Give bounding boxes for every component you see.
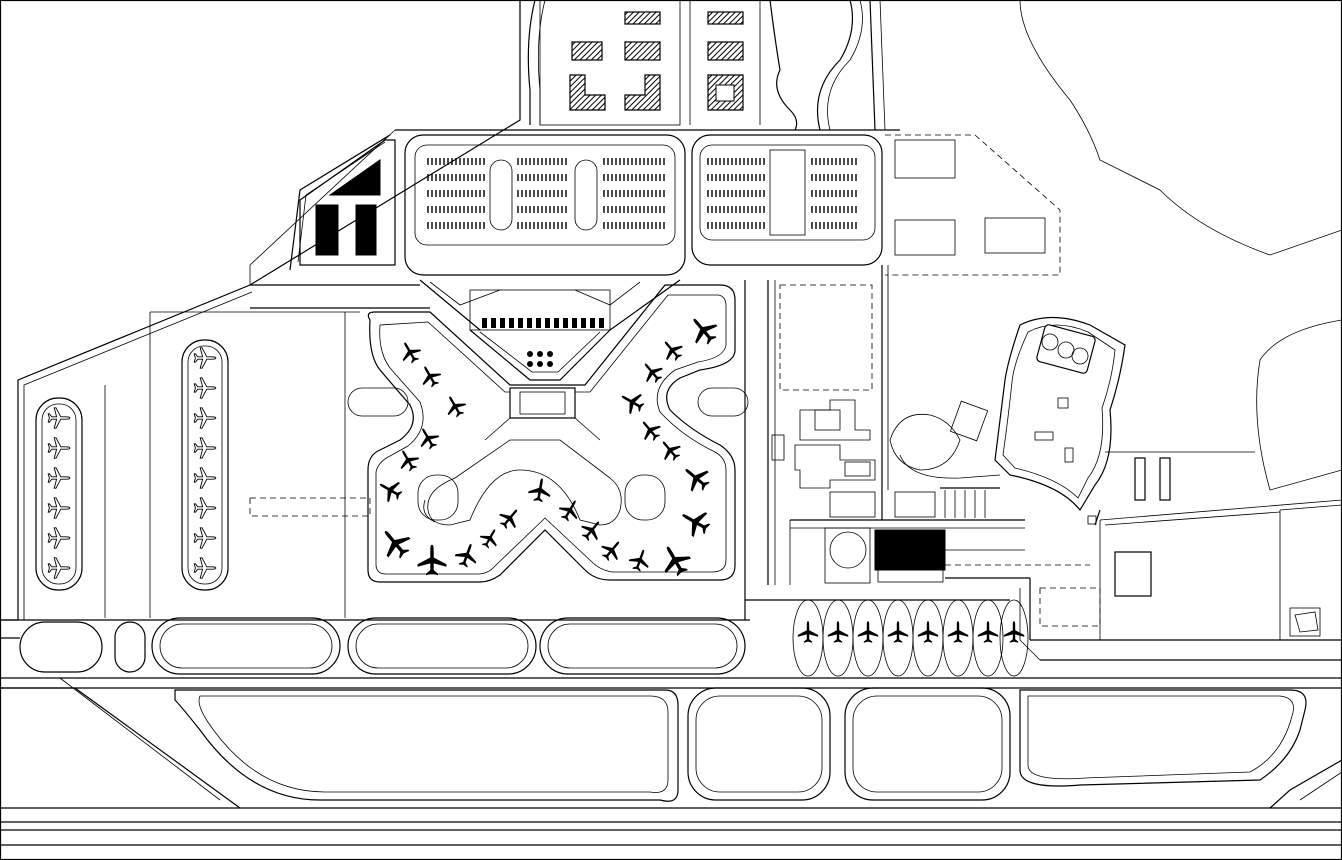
terminal-x-apron bbox=[347, 279, 749, 583]
gate-aircraft bbox=[655, 435, 685, 465]
fuel-farm-area bbox=[889, 316, 1126, 526]
remote-stand-aircraft bbox=[47, 527, 71, 549]
gate-aircraft bbox=[654, 539, 696, 581]
ga-apron bbox=[792, 599, 1029, 677]
remote-stand-aircraft bbox=[193, 347, 217, 369]
east-support-zone bbox=[744, 265, 1342, 661]
gate-aircraft bbox=[677, 459, 715, 497]
parallel-taxiway bbox=[0, 599, 1342, 675]
gate-aircraft bbox=[374, 521, 416, 565]
remote-stand-aircraft bbox=[193, 527, 217, 549]
remote-stand-aircraft bbox=[47, 407, 71, 429]
ne-development-plots bbox=[885, 0, 1342, 491]
gate-aircraft bbox=[675, 503, 715, 541]
car-park-central bbox=[404, 134, 686, 276]
gate-aircraft bbox=[635, 415, 665, 445]
gate-aircraft bbox=[413, 423, 443, 453]
gate-aircraft bbox=[616, 386, 648, 418]
gate-aircraft bbox=[374, 474, 406, 506]
left-site-boundary bbox=[0, 0, 521, 621]
remote-stand-aircraft bbox=[193, 557, 217, 579]
remote-stand-aircraft bbox=[193, 497, 217, 519]
north-buildings bbox=[527, 0, 886, 131]
remote-stand-aircraft bbox=[193, 437, 217, 459]
ga-aircraft bbox=[887, 621, 909, 643]
gate-aircraft bbox=[393, 445, 423, 475]
gate-aircraft bbox=[440, 391, 470, 421]
car-park-east bbox=[691, 134, 883, 266]
remote-stand-aircraft bbox=[47, 557, 71, 579]
gate-aircraft bbox=[415, 361, 445, 391]
remote-stand-aircraft bbox=[193, 467, 217, 489]
gate-aircraft bbox=[577, 515, 607, 545]
ga-aircraft bbox=[977, 621, 999, 643]
gate-aircraft bbox=[683, 310, 723, 350]
ga-aircraft bbox=[857, 621, 879, 643]
ga-aircraft bbox=[947, 621, 969, 643]
remote-stand-aircraft bbox=[47, 497, 71, 519]
gate-aircraft bbox=[417, 544, 447, 576]
remote-stand-aircraft bbox=[47, 437, 71, 459]
gate-aircraft bbox=[395, 337, 425, 367]
gate-aircraft bbox=[495, 503, 525, 533]
remote-stand-aircraft bbox=[193, 377, 217, 399]
gate-aircraft bbox=[476, 524, 504, 552]
remote-stand-center bbox=[181, 339, 229, 591]
gate-aircraft bbox=[527, 476, 553, 504]
gate-aircraft bbox=[657, 335, 687, 365]
landside-road-loop bbox=[289, 129, 900, 271]
gate-aircraft bbox=[597, 535, 627, 565]
car-park-west bbox=[299, 139, 396, 266]
remote-stand-aircraft bbox=[47, 467, 71, 489]
runway-system bbox=[0, 677, 1342, 846]
ga-aircraft bbox=[797, 621, 819, 643]
gate-aircraft bbox=[626, 546, 654, 574]
ga-aircraft bbox=[827, 621, 849, 643]
remote-stand-left bbox=[35, 397, 83, 591]
gate-aircraft bbox=[452, 540, 482, 570]
ga-aircraft bbox=[917, 621, 939, 643]
ga-aircraft bbox=[1003, 621, 1025, 643]
runway-infield-islands bbox=[174, 687, 1307, 802]
remote-stand-aircraft bbox=[193, 407, 217, 429]
